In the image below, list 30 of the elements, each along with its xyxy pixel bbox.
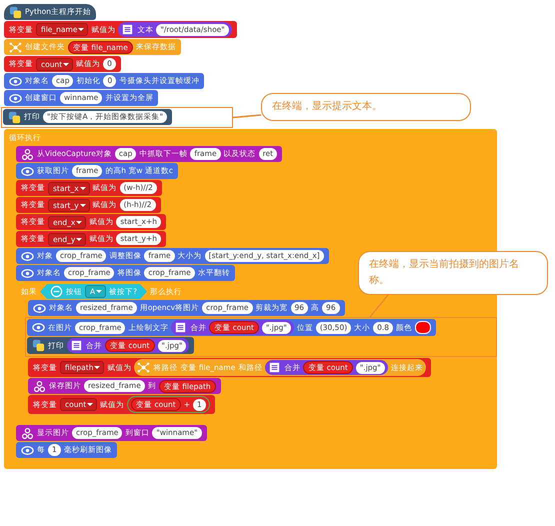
code-block (4, 21, 237, 38)
code-block (28, 300, 345, 316)
leader-line (232, 114, 262, 118)
code-block (16, 163, 178, 179)
code-block (28, 358, 431, 377)
code-block (27, 319, 436, 336)
highlight-frame (1, 107, 234, 128)
callout-bubble: 在终端，显示当前拍摄到的图片名称。 (358, 251, 548, 295)
code-block (16, 248, 329, 264)
code-block (28, 395, 215, 414)
highlight-frame (25, 317, 498, 357)
code-block (4, 73, 204, 89)
code-block (16, 146, 282, 162)
code-block (16, 425, 207, 441)
code-block (16, 265, 235, 281)
code-block (27, 337, 194, 354)
code-block (4, 56, 121, 72)
code-block (16, 197, 161, 213)
code-block (3, 109, 172, 125)
callout-bubble: 在终端，显示提示文本。 (261, 93, 472, 121)
code-block (16, 442, 117, 458)
code-block (16, 180, 162, 196)
code-block (16, 214, 166, 230)
code-block (4, 90, 158, 106)
loop-block (4, 129, 498, 469)
code-block (16, 231, 166, 247)
code-block (28, 378, 221, 394)
hat-block (4, 4, 96, 20)
code-block (4, 39, 181, 55)
leader-line (369, 294, 389, 318)
